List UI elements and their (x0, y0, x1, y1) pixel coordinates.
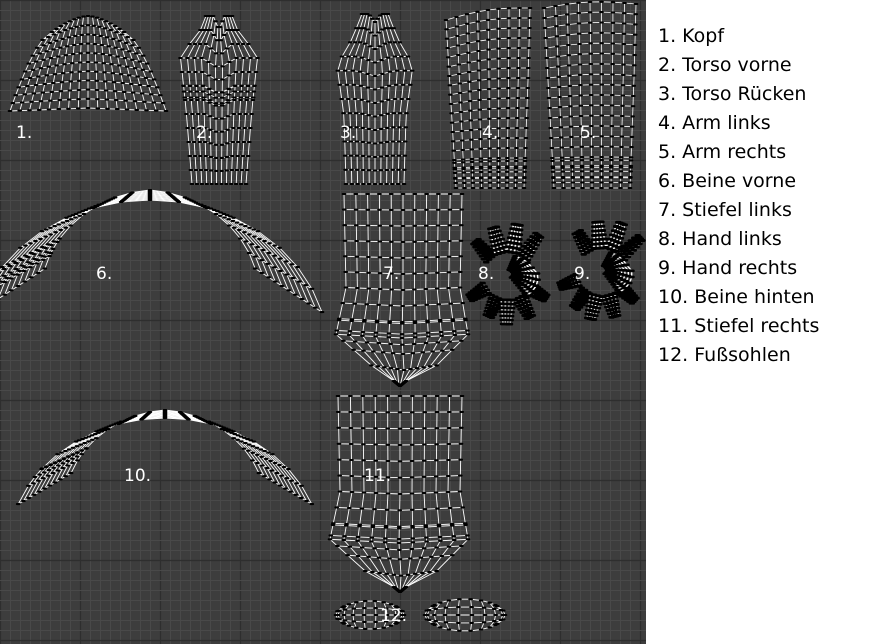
parts-legend: 1. Kopf 2. Torso vorne 3. Torso Rücken 4… (658, 22, 819, 370)
uv-island-kopf (7, 14, 169, 113)
island-label-beine-vorne: 6. (96, 264, 112, 284)
legend-item: 11. Stiefel rechts (658, 315, 820, 337)
uv-island-stiefel-links (333, 192, 471, 388)
island-label-torso-vorne: 2. (196, 123, 212, 143)
island-label-torso-ruecken: 3. (340, 123, 356, 143)
legend-item: 2. Torso vorne (658, 54, 792, 76)
legend-item: 3. Torso Rücken (658, 83, 807, 105)
island-label-hand-rechts: 9. (574, 264, 590, 284)
uv-islands (0, 0, 646, 632)
island-label-stiefel-rechts: 11. (364, 466, 391, 486)
uv-island-torso-ruecken (335, 12, 415, 186)
uv-island-hand-rechts (556, 220, 646, 321)
uv-island-arm-rechts (541, 0, 639, 190)
island-label-hand-links: 8. (478, 264, 494, 284)
legend-item: 7. Stiefel links (658, 199, 792, 221)
uv-island-beine-hinten (15, 408, 315, 506)
island-label-beine-hinten: 10. (124, 466, 151, 486)
legend-item: 5. Arm rechts (658, 141, 787, 163)
island-label-kopf: 1. (16, 123, 32, 143)
island-label-stiefel-links: 7. (383, 264, 399, 284)
uv-editor-canvas[interactable]: 1. 2. 3. 4. 5. 6. 7. 8. 9. 10. 11. 12. (0, 0, 646, 644)
uv-island-fusssohlen (333, 598, 508, 632)
legend-item: 6. Beine vorne (658, 170, 797, 192)
uv-island-stiefel-rechts (327, 394, 471, 594)
uv-island-hand-links (465, 222, 551, 326)
legend-item: 1. Kopf (658, 25, 725, 47)
island-labels: 1. 2. 3. 4. 5. 6. 7. 8. 9. 10. 11. 12. (16, 123, 596, 626)
island-label-arm-links: 4. (482, 123, 498, 143)
legend-item: 9. Hand rechts (658, 257, 798, 279)
uv-island-arm-links (443, 6, 533, 190)
island-label-fusssohlen: 12. (380, 606, 407, 626)
island-label-arm-rechts: 5. (580, 123, 596, 143)
legend-item: 8. Hand links (658, 228, 782, 250)
uv-island-beine-vorne (0, 188, 325, 314)
legend-item: 4. Arm links (658, 112, 771, 134)
uv-island-torso-vorne (178, 14, 260, 186)
legend-item: 12. Fußsohlen (658, 344, 791, 366)
legend-item: 10. Beine hinten (658, 286, 815, 308)
